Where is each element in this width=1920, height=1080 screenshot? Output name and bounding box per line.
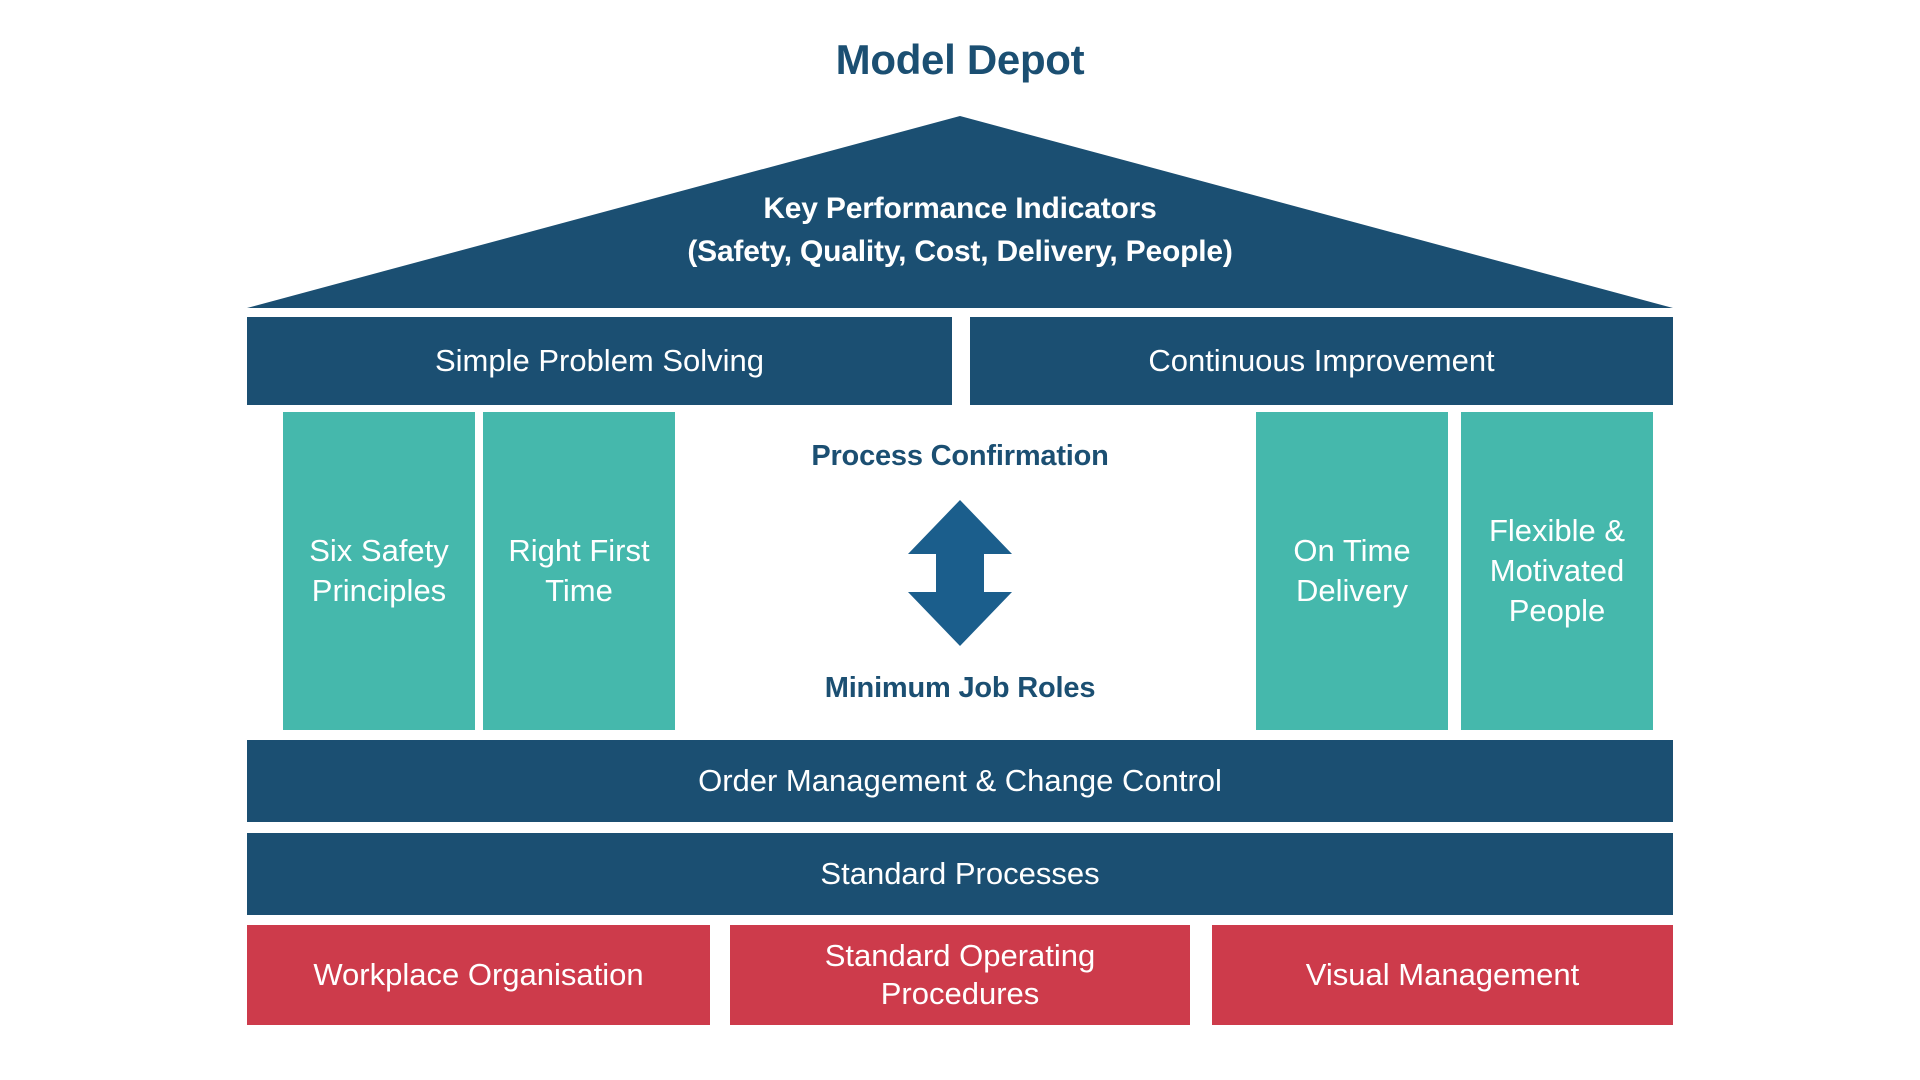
page-title: Model Depot — [835, 36, 1085, 83]
bar-continuous-improvement[interactable]: Continuous Improvement — [970, 317, 1673, 405]
roof-pediment: Key Performance Indicators (Safety, Qual… — [247, 116, 1673, 308]
pillar-flexible-motivated-people[interactable]: Flexible & Motivated People — [1461, 412, 1653, 730]
pillar-on-time-delivery[interactable]: On Time Delivery — [1256, 412, 1448, 730]
roof-triangle-icon — [247, 116, 1673, 308]
bar-order-management-change-control[interactable]: Order Management & Change Control — [247, 740, 1673, 822]
bar-standard-processes[interactable]: Standard Processes — [247, 833, 1673, 915]
bar-simple-problem-solving[interactable]: Simple Problem Solving — [247, 317, 952, 405]
double-headed-vertical-arrow-icon — [900, 498, 1020, 648]
pillar-six-safety-principles[interactable]: Six Safety Principles — [283, 412, 475, 730]
pillar-right-first-time[interactable]: Right First Time — [483, 412, 675, 730]
box-workplace-organisation[interactable]: Workplace Organisation — [247, 925, 710, 1025]
minimum-job-roles-label: Minimum Job Roles — [824, 672, 1096, 704]
process-confirmation-label: Process Confirmation — [811, 440, 1109, 472]
box-visual-management[interactable]: Visual Management — [1212, 925, 1673, 1025]
box-standard-operating-procedures[interactable]: Standard Operating Procedures — [730, 925, 1190, 1025]
centre-arrow-block: Process Confirmation Minimum Job Roles — [690, 440, 1230, 705]
